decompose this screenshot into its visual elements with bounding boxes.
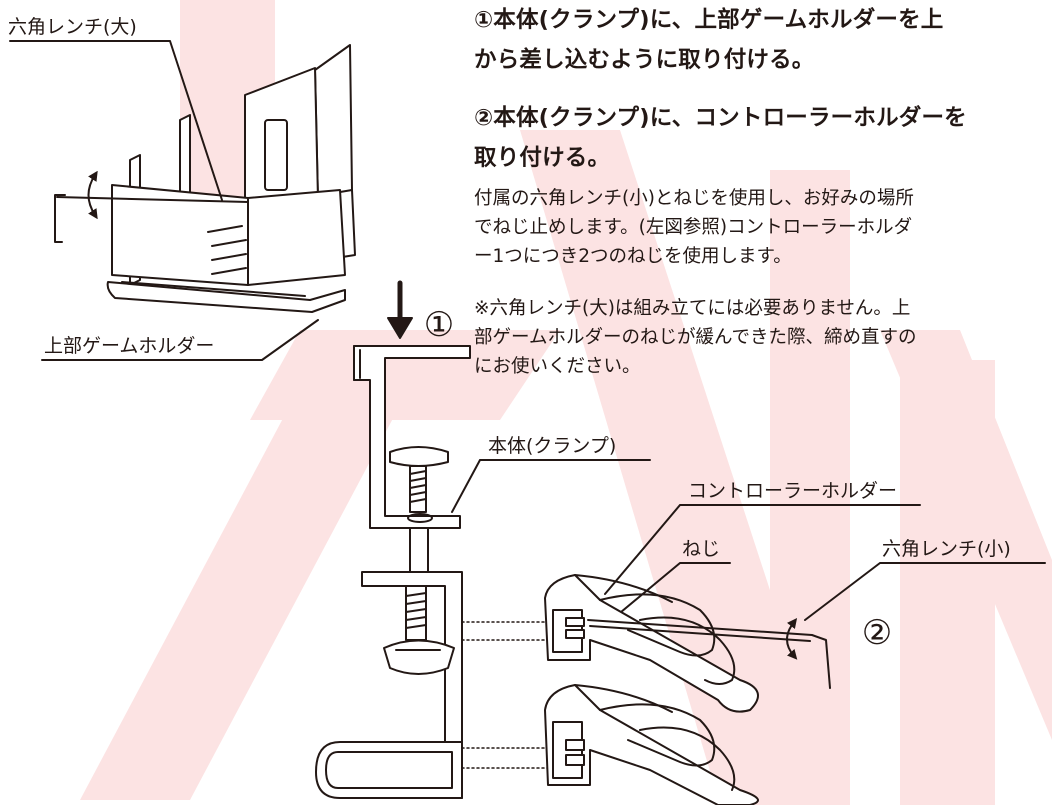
leader-controller-holder [604, 504, 921, 595]
step2-line1: ②本体(クランプ)に、コントローラーホルダーを [474, 105, 967, 131]
step1-line1: ①本体(クランプ)に、上部ゲームホルダーを上 [474, 7, 944, 33]
insert-arrow [387, 280, 413, 339]
watermark-stroke [520, 130, 840, 805]
watermark-stroke [80, 330, 440, 800]
detail-line3: ー1つにつき2つのねじを使用します。 [474, 246, 792, 267]
label-controller-holder: コントローラーホルダー [688, 480, 898, 502]
step2-line2: 取り付ける。 [474, 145, 611, 171]
controller-holder-upper-drawing [544, 574, 759, 713]
leader-top-game-holder [41, 319, 319, 361]
watermark-stroke [900, 360, 995, 805]
label-clamp-body: 本体(クランプ) [488, 435, 617, 457]
step-marker-2: ② [861, 613, 893, 653]
controller-holder-lower-drawing [544, 684, 759, 805]
step-marker-1: ① [423, 305, 455, 345]
note-line3: にお使いください。 [474, 356, 641, 377]
clamp-body-drawing [315, 345, 471, 799]
hex-wrench-small-drawing [587, 618, 831, 689]
label-hex-wrench-small: 六角レンチ(小) [882, 538, 1011, 560]
screw-guide-lines [461, 621, 563, 769]
label-top-game-holder: 上部ゲームホルダー [44, 335, 215, 357]
note-line1: ※六角レンチ(大)は組み立てには必要ありません。上 [474, 298, 911, 319]
step1-line2: から差し込むように取り付ける。 [474, 47, 815, 73]
leader-hex-wrench-small [804, 562, 1046, 621]
detail-line2: でねじ止めします。(左図参照)コントローラーホルダ [474, 217, 913, 238]
leader-clamp-body [451, 459, 651, 513]
detail-line1: 付属の六角レンチ(小)とねじを使用し、お好みの場所 [474, 188, 914, 209]
top-game-holder-drawing [54, 44, 356, 313]
note-line2: 部ゲームホルダーのねじが緩んできた際、締め直すの [474, 327, 917, 348]
label-hex-wrench-large: 六角レンチ(大) [8, 16, 137, 38]
leader-hex-wrench-large [9, 40, 223, 201]
label-screw: ねじ [682, 538, 721, 560]
watermark-stroke [250, 330, 560, 420]
